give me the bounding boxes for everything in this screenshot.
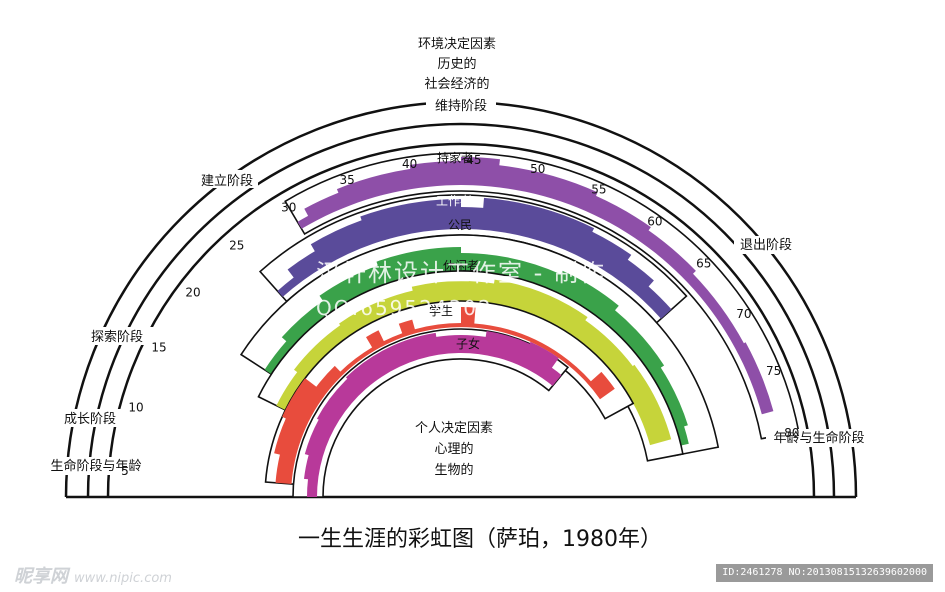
stage-decline: 退出阶段 [740,238,792,253]
stage-establishment: 建立阶段 [201,174,253,189]
role-label-citizen: 公民 [448,218,472,232]
age-tick-30: 30 [281,200,296,214]
personal-determinants: 个人决定因素 心理的 生物的 [415,421,493,478]
top-label-3: 社会经济的 [424,76,489,92]
watermark-studio: 汉轩林设计工作室 - 制作 [316,259,606,287]
role-band-worker [277,197,672,319]
age-tick-40: 40 [402,157,417,171]
age-tick-80: 80 [784,426,799,440]
age-tick-60: 60 [647,214,662,228]
role-bands [239,152,800,498]
age-tick-50: 50 [530,162,545,176]
age-tick-25: 25 [229,238,244,252]
top-label-1: 环境决定因素 [418,37,496,52]
inner-label-1: 个人决定因素 [415,421,493,436]
age-tick-20: 20 [185,286,200,300]
site-logo-text: 昵享网 [14,566,68,587]
role-band-child [304,331,562,497]
role-label-child: 子女 [456,336,480,351]
stage-life-age-left: 生命阶段与年龄 [50,458,141,474]
role-labels: 持家者 工作者 公民 休闲者 学生 子女 [429,150,480,351]
age-tick-35: 35 [339,173,354,187]
inner-label-2: 心理的 [434,441,473,457]
role-band-citizen [264,247,689,446]
stage-maintenance: 维持阶段 [435,99,487,114]
watermark-qq: QQ:659524302 [316,296,493,320]
age-tick-55: 55 [591,183,606,197]
age-tick-75: 75 [766,364,781,378]
role-label-student: 学生 [429,303,453,318]
age-tick-15: 15 [151,341,166,355]
site-url: www.nipic.com [74,571,172,586]
diagram-title: 一生生涯的彩虹图（萨珀，1980年） [298,527,662,552]
role-label-homemaker: 持家者 [437,150,473,165]
environment-determinants: 环境决定因素 历史的 社会经济的 [418,37,496,92]
stage-age-life-right: 年龄与生命阶段 [773,430,864,446]
outer-arc-2 [86,122,836,498]
age-tick-45: 45 [466,153,481,167]
career-rainbow-diagram: 环境决定因素 历史的 社会经济的 维持阶段 建立阶段 探索阶段 成长阶段 生命阶… [50,37,865,552]
age-ticks: 5 10 15 20 25 30 35 40 45 50 55 60 65 70 75 80 [121,153,799,478]
age-tick-5: 5 [121,464,129,478]
role-band-leisurite [276,279,672,446]
age-tick-70: 70 [736,307,751,321]
age-tick-10: 10 [128,401,143,415]
image-id-badge: ID:2461278 NO:20130815132639602000 [716,564,933,582]
site-logo[interactable]: 昵享网 www.nipic.com [14,562,172,588]
inner-label-3: 生物的 [434,462,473,478]
top-label-2: 历史的 [437,56,476,72]
role-label-worker: 工作者 [436,194,472,208]
stage-exploration: 探索阶段 [91,330,143,345]
age-tick-65: 65 [696,256,711,270]
stage-growth: 成长阶段 [64,412,116,427]
role-label-leisurite: 休闲者 [443,259,479,273]
